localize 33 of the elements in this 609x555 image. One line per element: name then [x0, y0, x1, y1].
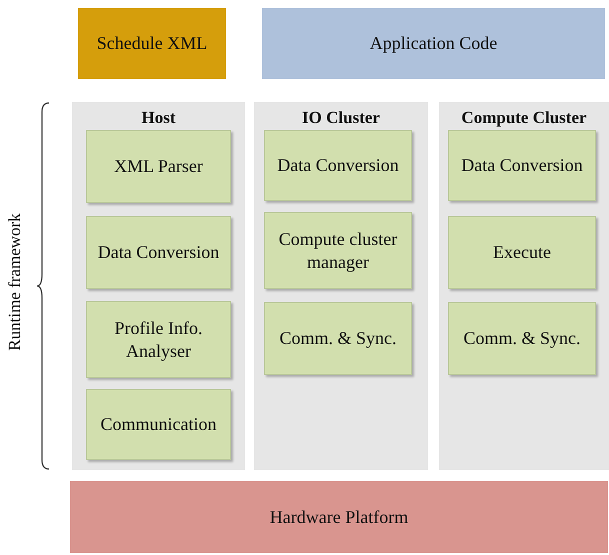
module-box: [448, 130, 596, 201]
box-label: Schedule XML: [96, 32, 208, 55]
box-label: Communication: [100, 413, 216, 436]
box-label: Data Conversion: [277, 154, 399, 177]
platform-bar: [70, 481, 608, 553]
cluster-panel: [72, 102, 245, 470]
cluster-panel: [439, 102, 609, 470]
input-box: [78, 8, 226, 79]
cluster-panel: [254, 102, 428, 470]
box-label: XML Parser: [114, 155, 203, 178]
module-box: [264, 130, 412, 201]
box-label: Comm. & Sync.: [463, 327, 580, 350]
panel-heading: Compute Cluster: [461, 107, 587, 129]
box-label: Application Code: [370, 32, 498, 55]
box-label: Data Conversion: [98, 241, 220, 264]
module-box: [86, 301, 231, 378]
box-label: Compute cluster manager: [278, 228, 398, 274]
panel-heading: Host: [142, 107, 176, 129]
panel-heading: IO Cluster: [302, 107, 380, 129]
module-box: [264, 212, 412, 289]
module-box: [448, 302, 596, 375]
box-label: Hardware Platform: [270, 506, 408, 528]
box-label: Data Conversion: [461, 154, 583, 177]
module-box: [448, 216, 596, 289]
module-box: [264, 302, 412, 375]
side-label: Runtime framework: [5, 212, 25, 353]
module-box: [86, 130, 231, 203]
box-label: Profile Info. Analyser: [114, 316, 204, 362]
code-box: [262, 8, 605, 79]
box-label: Execute: [493, 241, 551, 264]
box-label: Comm. & Sync.: [279, 327, 396, 350]
module-box: [86, 389, 231, 460]
module-box: [86, 216, 231, 289]
